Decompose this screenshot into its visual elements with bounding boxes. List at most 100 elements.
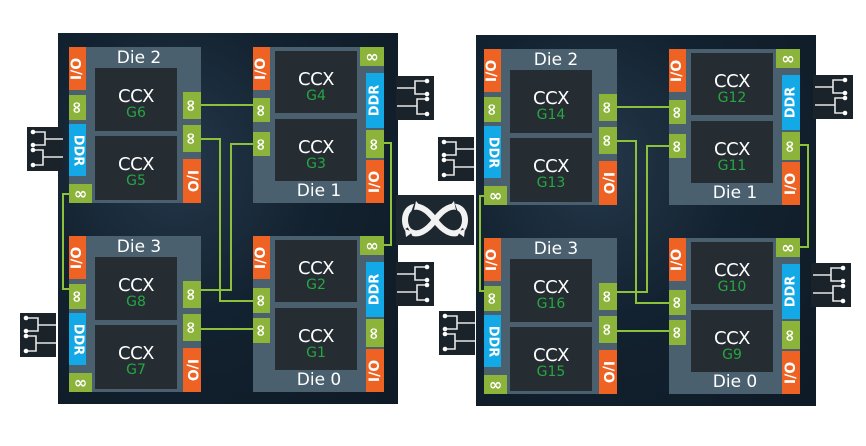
infinity-fabric-port: ∞	[668, 290, 687, 315]
io-port: I/O	[253, 47, 270, 90]
die-0: Die 0 I/O ∞ ∞ CCX G10 CCX G9 ∞ DDR ∞ I/O	[668, 238, 800, 394]
infinity-fabric-port: ∞	[781, 321, 800, 349]
ccx-id: G7	[126, 362, 146, 378]
die-2: Die 2 I/O ∞ DDR ∞ CCX G6 CCX G5 ∞ ∞ I/O	[68, 47, 201, 203]
ddr-port: DDR	[782, 75, 800, 130]
ccx-id: G15	[536, 364, 566, 380]
infinity-fabric-port: ∞	[668, 320, 687, 345]
ddr-port: DDR	[484, 315, 501, 367]
infinity-fabric-port: ∞	[598, 127, 617, 154]
die-label: Die 1	[712, 183, 758, 203]
die-label: Die 0	[712, 372, 758, 392]
ccx-block: CCX G13	[510, 138, 592, 202]
wire-die2-die1	[201, 104, 253, 106]
wire-die2-die1	[617, 106, 669, 108]
infinity-fabric-port: ∞	[252, 318, 271, 343]
wire-die2-die0-v	[219, 138, 221, 302]
infinity-fabric-port: ∞	[182, 314, 201, 341]
io-port: I/O	[484, 238, 501, 281]
io-port: I/O	[599, 161, 617, 205]
io-port: I/O	[183, 159, 201, 203]
wire-die1-die0-h2	[384, 244, 392, 246]
ccx-id: G16	[536, 296, 566, 312]
ccx-id: G13	[536, 175, 566, 191]
memory-channel-icon	[396, 76, 434, 120]
infinity-fabric-port: ∞	[668, 134, 687, 158]
memory-channel-icon	[396, 262, 434, 306]
io-port: I/O	[669, 49, 686, 92]
ccx-id: G9	[722, 347, 742, 363]
infinity-fabric-icon	[396, 195, 474, 245]
memory-channel-icon	[439, 311, 475, 355]
ccx-block: CCX G6	[95, 68, 177, 131]
infinity-fabric-port: ∞	[252, 132, 271, 156]
ccx-id: G6	[126, 105, 146, 121]
wire-die2-die3-h2	[62, 288, 72, 290]
ccx-id: G14	[536, 107, 566, 123]
infinity-fabric-port: ∞	[182, 281, 201, 308]
infinity-fabric-port: ∞	[182, 125, 201, 152]
io-port: I/O	[484, 49, 501, 92]
infinity-fabric-port: ∞	[68, 284, 87, 309]
ccx-id: G3	[306, 156, 326, 172]
wire-die1-die3-v	[646, 145, 648, 293]
wire-die1-die0-v	[807, 144, 809, 248]
ddr-port: DDR	[366, 73, 384, 128]
package-left: Die 2 I/O ∞ DDR ∞ CCX G6 CCX G5 ∞ ∞ I/O …	[58, 33, 398, 404]
wire-die2-die0-h2	[635, 302, 669, 304]
die-1: Die 1 I/O ∞ ∞ CCX G12 CCX G11 ∞ DDR ∞ I/…	[668, 49, 800, 205]
ccx-id: G8	[126, 294, 146, 310]
die-label: Die 2	[116, 48, 162, 68]
ccx-block: CCX G1	[275, 308, 357, 370]
wire-die3-die0	[201, 328, 253, 330]
ccx-id: G1	[306, 345, 326, 361]
infinity-fabric-port: ∞	[182, 92, 201, 119]
wire-die1-die3-h2	[201, 289, 232, 291]
memory-channel-icon	[27, 127, 63, 171]
infinity-fabric-port: ∞	[776, 238, 800, 257]
ccx-block: CCX G11	[691, 121, 773, 183]
wire-die1-die0-h1	[384, 142, 392, 144]
wire-die2-die0-h2	[219, 300, 253, 302]
ccx-id: G4	[306, 88, 326, 104]
infinity-fabric-port: ∞	[69, 184, 92, 203]
ddr-port: DDR	[366, 262, 384, 317]
wire-die1-die3-h1	[230, 143, 253, 145]
wire-die1-die3-h1	[646, 145, 669, 147]
infinity-fabric-port: ∞	[598, 94, 617, 121]
ccx-block: CCX G5	[95, 136, 177, 200]
wire-die1-die3-h2	[617, 291, 648, 293]
wire-die1-die3-v	[230, 143, 232, 291]
infinity-fabric-port: ∞	[781, 132, 800, 160]
infinity-fabric-port: ∞	[668, 100, 687, 124]
wire-die2-die3-v	[479, 195, 481, 292]
die-3: Die 3 I/O ∞ DDR ∞ CCX G16 CCX G15 ∞ ∞ I/…	[483, 238, 617, 394]
infinity-fabric-port: ∞	[68, 95, 87, 120]
wire-die2-die0-h1	[201, 138, 221, 140]
wire-die2-die0-h1	[617, 140, 637, 142]
io-port: I/O	[782, 162, 800, 205]
infinity-fabric-port: ∞	[598, 316, 617, 343]
wire-die3-die0	[617, 330, 669, 332]
infinity-fabric-port: ∞	[252, 288, 271, 313]
io-port: I/O	[366, 160, 384, 203]
ccx-block: CCX G16	[510, 259, 592, 322]
ccx-id: G2	[306, 277, 326, 293]
die-0: Die 0 I/O ∞ ∞ CCX G2 CCX G1 ∞ DDR ∞ I/O	[252, 236, 384, 392]
infinity-fabric-port: ∞	[360, 47, 384, 66]
memory-channel-icon	[438, 137, 474, 181]
memory-channel-icon	[813, 75, 853, 119]
wire-die2-die0-v	[635, 140, 637, 304]
infinity-fabric-port: ∞	[483, 97, 502, 122]
wire-die1-die0-v	[390, 142, 392, 246]
io-port: I/O	[366, 349, 384, 392]
infinity-fabric-port: ∞	[365, 130, 384, 158]
infinity-fabric-port: ∞	[484, 186, 507, 205]
io-port: I/O	[69, 47, 86, 90]
infinity-fabric-port: ∞	[483, 286, 502, 311]
ccx-block: CCX G15	[510, 327, 592, 391]
ccx-block: CCX G12	[691, 53, 773, 115]
ccx-id: G10	[717, 279, 747, 295]
ddr-port: DDR	[484, 126, 501, 178]
io-port: I/O	[69, 236, 86, 279]
